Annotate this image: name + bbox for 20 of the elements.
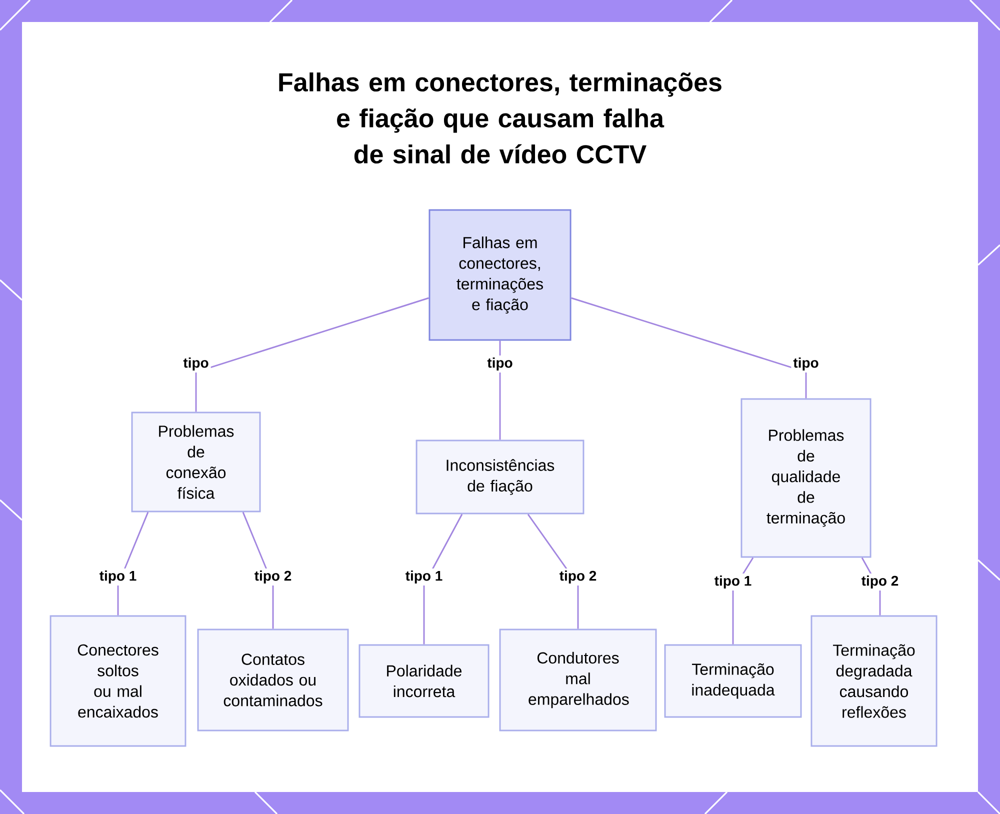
edge-label: tipo 2 [859, 573, 901, 591]
process-box: Problemas de conexão física [131, 412, 261, 512]
edge-label: tipo [485, 355, 515, 373]
process-box: Condutores mal emparelhados [499, 628, 657, 732]
edge-label: tipo 1 [97, 568, 139, 586]
process-box: Contatos oxidados ou contaminados [197, 628, 349, 732]
edge-label: tipo [791, 355, 821, 373]
process-box: Terminação inadequada [664, 644, 802, 718]
edge-label: tipo 2 [557, 568, 599, 586]
process-box: Falhas em conectores, terminações e fiação [428, 209, 572, 341]
process-box: Terminação degradada causando reflexões [810, 615, 938, 747]
process-box: Conectores soltos ou mal encaixados [50, 615, 186, 747]
edge-label: tipo 2 [252, 568, 294, 586]
edge-label: tipo [181, 355, 211, 373]
process-box: Problemas de qualidade de terminação [740, 398, 872, 558]
edge-label: tipo 1 [712, 573, 754, 591]
process-box: Inconsistências de fiação [416, 440, 584, 514]
edge-label: tipo 1 [403, 568, 445, 586]
process-box: Polaridade incorreta [358, 644, 490, 718]
title: Falhas em conectores, terminações e fiação que causam falha de sinal de vídeo CCTV [279, 72, 722, 164]
